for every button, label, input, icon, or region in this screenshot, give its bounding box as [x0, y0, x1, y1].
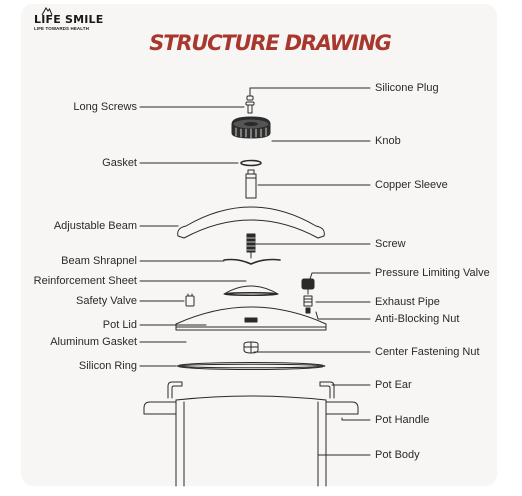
- label-center-fastening-nut: Center Fastening Nut: [375, 346, 480, 358]
- label-safety-valve: Safety Valve: [76, 295, 137, 307]
- label-aluminum-gasket: Aluminum Gasket: [50, 336, 137, 348]
- label-pot-lid: Pot Lid: [102, 319, 137, 331]
- adjustable-beam-part: [177, 206, 325, 239]
- center-fastening-nut-part: [243, 341, 259, 354]
- silicone-plug-part: [246, 95, 254, 101]
- label-pressure-limiting-valve: Pressure Limiting Valve: [375, 267, 490, 279]
- label-silicon-ring: Silicon Ring: [78, 360, 137, 372]
- label-reinforcement-sheet: Reinforcement Sheet: [33, 275, 137, 287]
- brand-tagline: LIFE TOWARDS HEALTH: [34, 26, 89, 31]
- pot-body-part: [175, 395, 327, 487]
- label-beam-shrapnel: Beam Shrapnel: [61, 255, 137, 267]
- brand-logo: LIFE SMILE LIFE TOWARDS HEALTH: [34, 7, 104, 32]
- label-pot-body: Pot Body: [375, 449, 420, 461]
- label-pot-handle: Pot Handle: [375, 414, 430, 426]
- exhaust-pipe-part: [303, 295, 313, 307]
- label-pot-ear: Pot Ear: [375, 379, 412, 391]
- long-screw-part: [245, 101, 255, 114]
- label-knob: Knob: [375, 135, 401, 147]
- diagram-card: [21, 4, 497, 486]
- copper-sleeve-part: [245, 169, 257, 199]
- pressure-limiting-valve-part: [301, 278, 315, 295]
- anti-blocking-nut-part: [305, 307, 311, 314]
- gasket-part: [240, 159, 262, 167]
- leader-lines-left: [139, 106, 247, 367]
- silicon-ring-part: [176, 362, 326, 370]
- page-title: STRUCTURE DRAWING: [149, 31, 392, 55]
- beam-shrapnel-part: [223, 258, 281, 265]
- screw-part: [246, 233, 256, 259]
- label-anti-blocking-nut: Anti-Blocking Nut: [375, 313, 460, 325]
- label-screw: Screw: [375, 238, 406, 250]
- leader-lines-right: [249, 87, 371, 456]
- label-exhaust-pipe: Exhaust Pipe: [375, 296, 440, 308]
- reinforcement-sheet-part: [223, 285, 279, 296]
- knob-part: [231, 116, 271, 139]
- pot-lid-part: [175, 306, 327, 331]
- brand-name: LIFE SMILE: [34, 13, 104, 26]
- mountain-icon: [41, 7, 53, 16]
- safety-valve-part: [185, 293, 195, 307]
- label-adjustable-beam: Adjustable Beam: [53, 220, 137, 232]
- label-copper-sleeve: Copper Sleeve: [375, 179, 448, 191]
- label-gasket: Gasket: [102, 157, 137, 169]
- pot-handle-part: [143, 401, 359, 421]
- label-long-screws: Long Screws: [73, 101, 137, 113]
- pot-ear-part: [167, 381, 335, 399]
- label-silicone-plug: Silicone Plug: [375, 82, 439, 94]
